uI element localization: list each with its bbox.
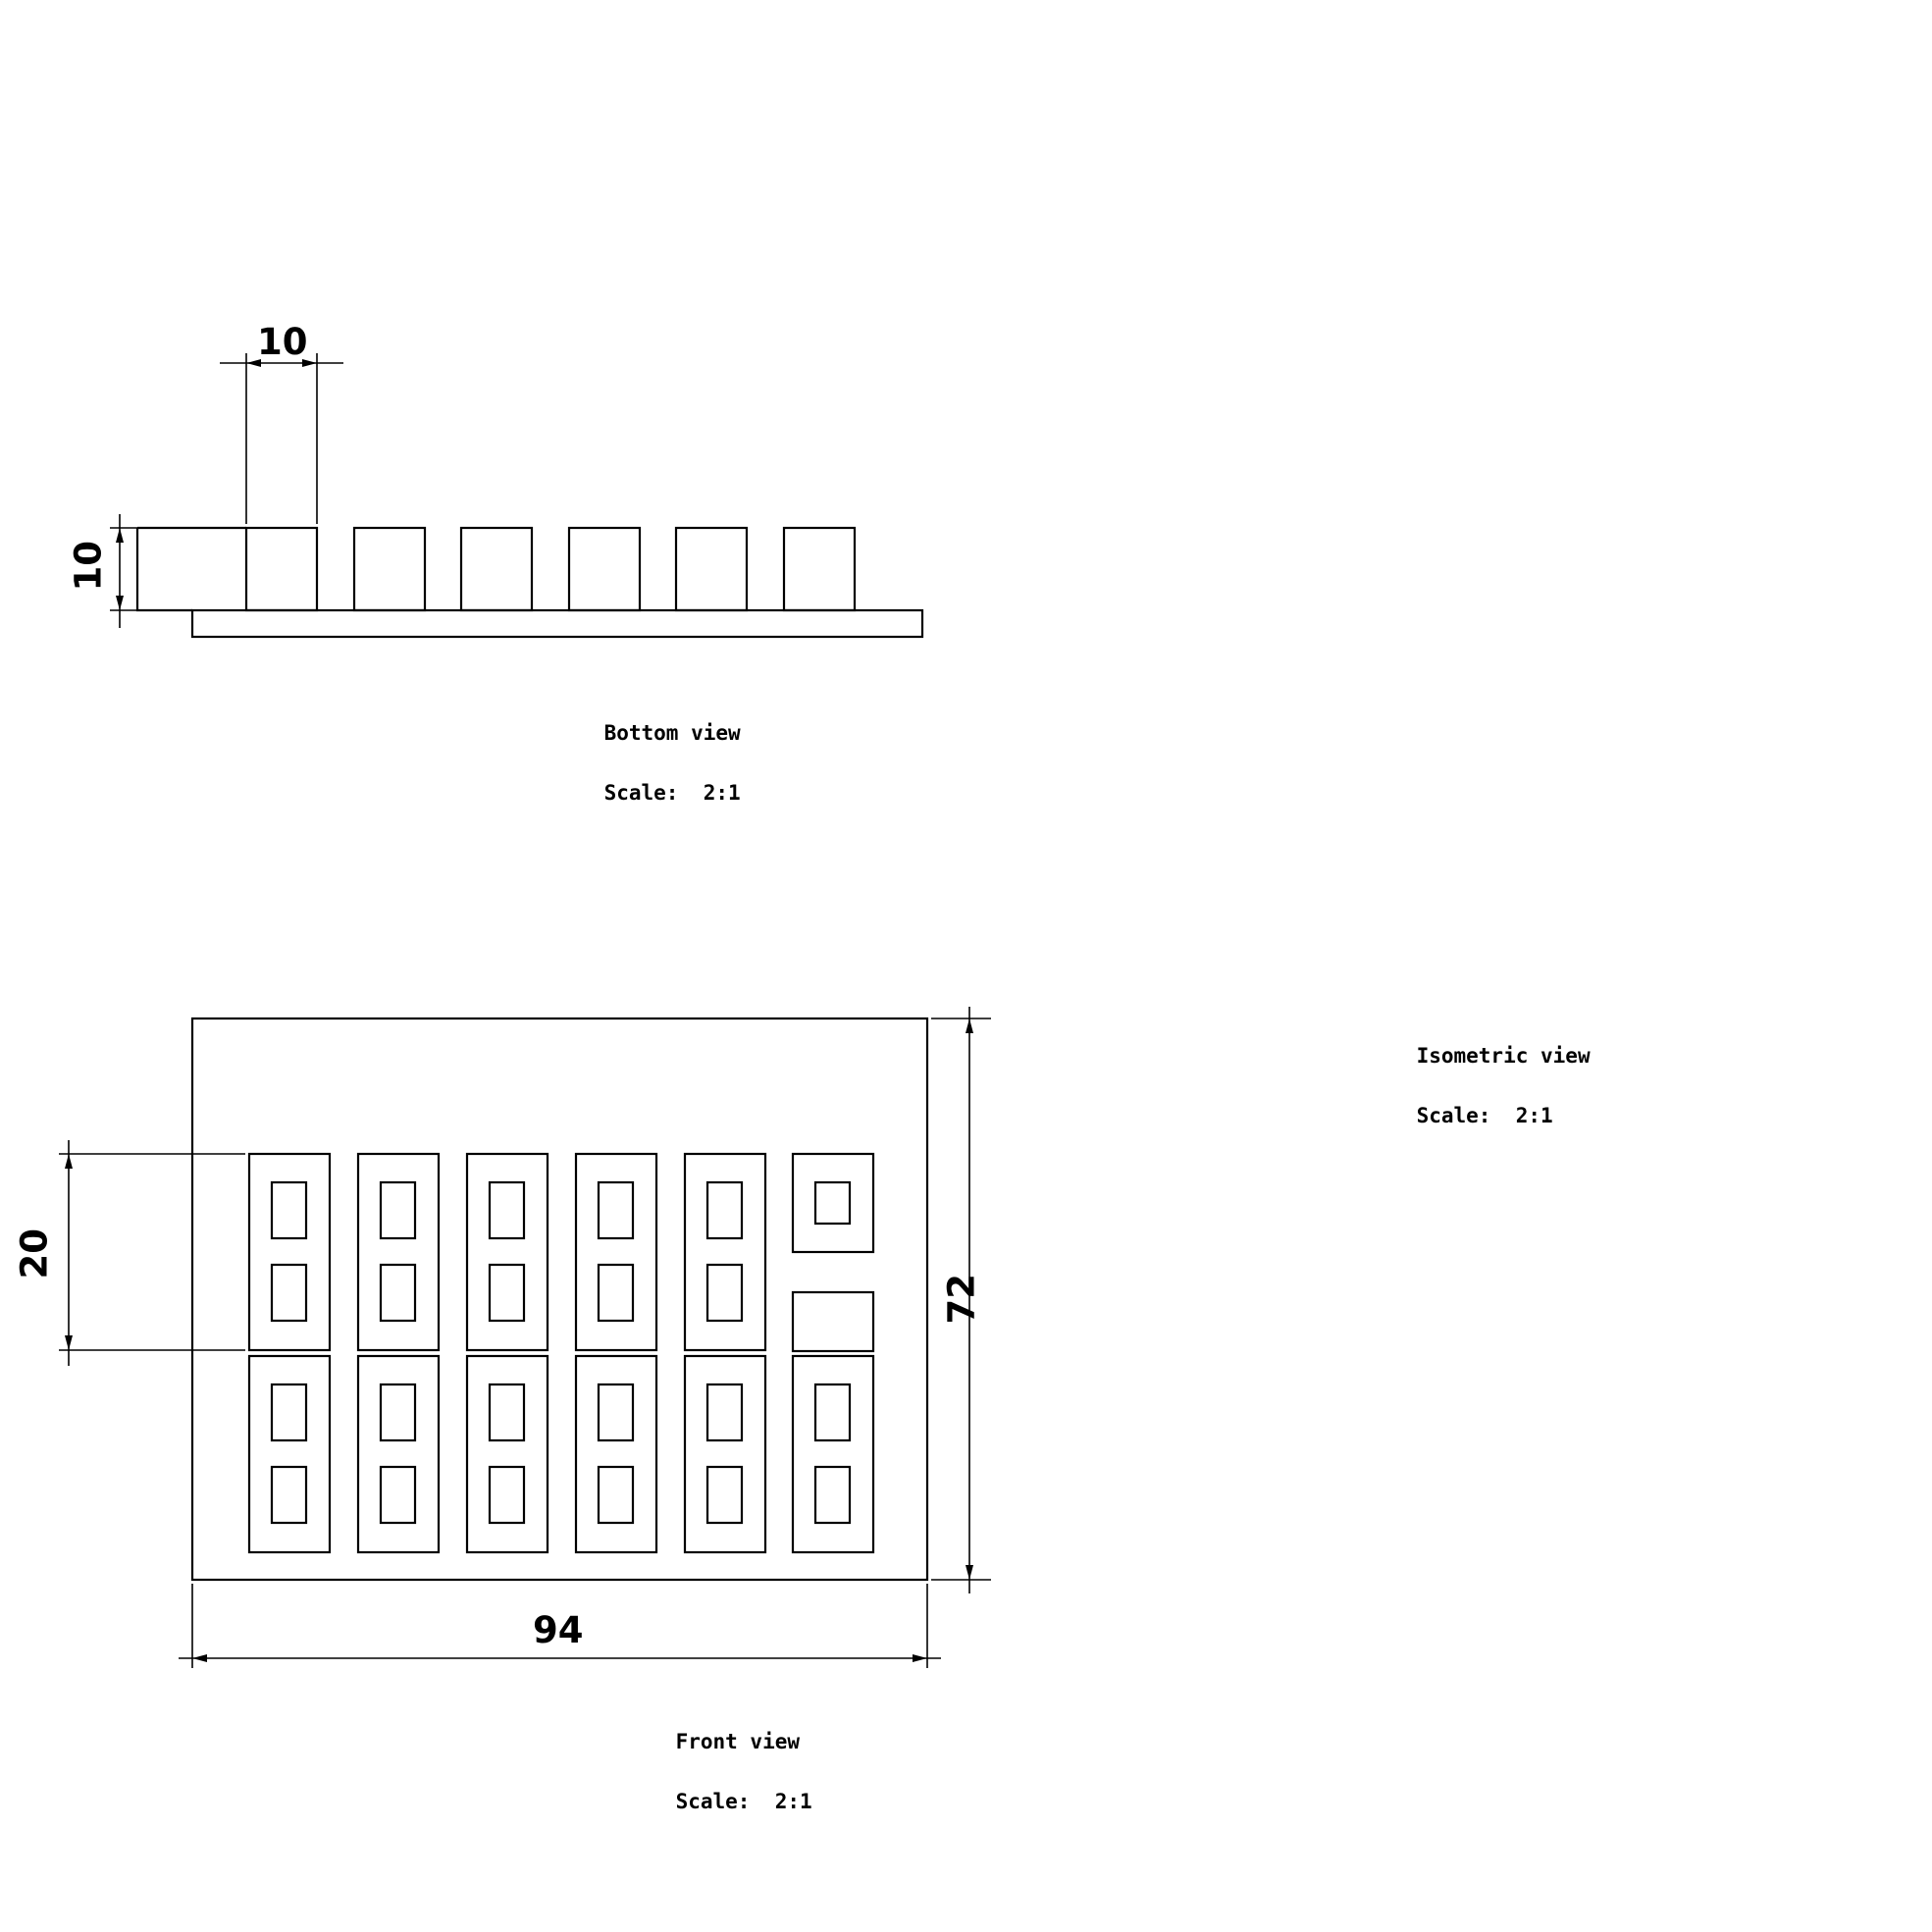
dim-arrow [966, 1565, 973, 1580]
pocket-outline [465, 1152, 549, 1352]
stud-profile [567, 526, 642, 612]
hole-outline [705, 1263, 744, 1323]
bottom-view-scale: Scale: 2:1 [603, 781, 741, 806]
isometric-view-scale: Scale: 2:1 [1416, 1104, 1553, 1128]
pocket-outline [247, 1152, 332, 1352]
hole-outline [270, 1383, 308, 1442]
hole-outline [813, 1465, 852, 1525]
pocket-outline-square [791, 1152, 875, 1254]
isometric-view-title: Isometric view [1416, 1044, 1591, 1069]
pocket-outline [574, 1354, 658, 1554]
pocket-outline [683, 1354, 767, 1554]
hole-outline [270, 1180, 308, 1240]
hole-outline [597, 1263, 635, 1323]
dim-arrow [966, 1018, 973, 1033]
dimension-plate-width: 94 [533, 1609, 584, 1651]
hole-outline [813, 1383, 852, 1442]
hole-outline [270, 1263, 308, 1323]
dim-arrow [65, 1154, 73, 1169]
hole-outline [379, 1180, 417, 1240]
front-view-scale: Scale: 2:1 [675, 1790, 812, 1814]
pocket-outline-plain [791, 1290, 875, 1353]
hole-outline [270, 1465, 308, 1525]
pocket-outline [465, 1354, 549, 1554]
hole-outline [488, 1465, 526, 1525]
hole-outline [488, 1180, 526, 1240]
hole-outline [379, 1383, 417, 1442]
pocket-outline [791, 1354, 875, 1554]
hole-outline [379, 1263, 417, 1323]
dim-arrow [65, 1335, 73, 1350]
stud-profile [674, 526, 749, 612]
hole-outline [488, 1263, 526, 1323]
dim-arrow [302, 359, 317, 367]
stud-profile [459, 526, 534, 612]
front-view-label: Front view Scale: 2:1 [626, 1697, 812, 1847]
pocket-outline [574, 1152, 658, 1352]
hole-outline [705, 1383, 744, 1442]
hole-outline [597, 1383, 635, 1442]
base-plate-profile [190, 608, 924, 639]
dim-arrow [913, 1654, 927, 1662]
hole-outline [379, 1465, 417, 1525]
pocket-outline [356, 1152, 441, 1352]
dimension-stud-width: 10 [257, 321, 308, 363]
hole-outline [597, 1180, 635, 1240]
pocket-outline [683, 1152, 767, 1352]
bottom-view-label: Bottom view Scale: 2:1 [554, 689, 741, 838]
hole-outline [813, 1180, 852, 1226]
isometric-view-label: Isometric view Scale: 2:1 [1367, 1012, 1591, 1161]
hole-outline [488, 1383, 526, 1442]
front-view-title: Front view [675, 1730, 801, 1754]
dimension-plate-height: 72 [940, 1274, 983, 1325]
dim-arrow [246, 359, 261, 367]
stud-profile [782, 526, 857, 612]
dimension-pocket-height: 20 [13, 1228, 56, 1279]
front-plate-outline [190, 1017, 929, 1582]
dim-arrow [192, 1654, 207, 1662]
dim-arrow [116, 528, 124, 543]
pocket-outline [247, 1354, 332, 1554]
hole-outline [705, 1465, 744, 1525]
hole-outline [597, 1465, 635, 1525]
stud-profile [244, 526, 319, 612]
dim-arrow [116, 596, 124, 610]
pocket-outline [356, 1354, 441, 1554]
hole-outline [705, 1180, 744, 1240]
stud-profile [352, 526, 427, 612]
bottom-view-title: Bottom view [603, 721, 741, 746]
